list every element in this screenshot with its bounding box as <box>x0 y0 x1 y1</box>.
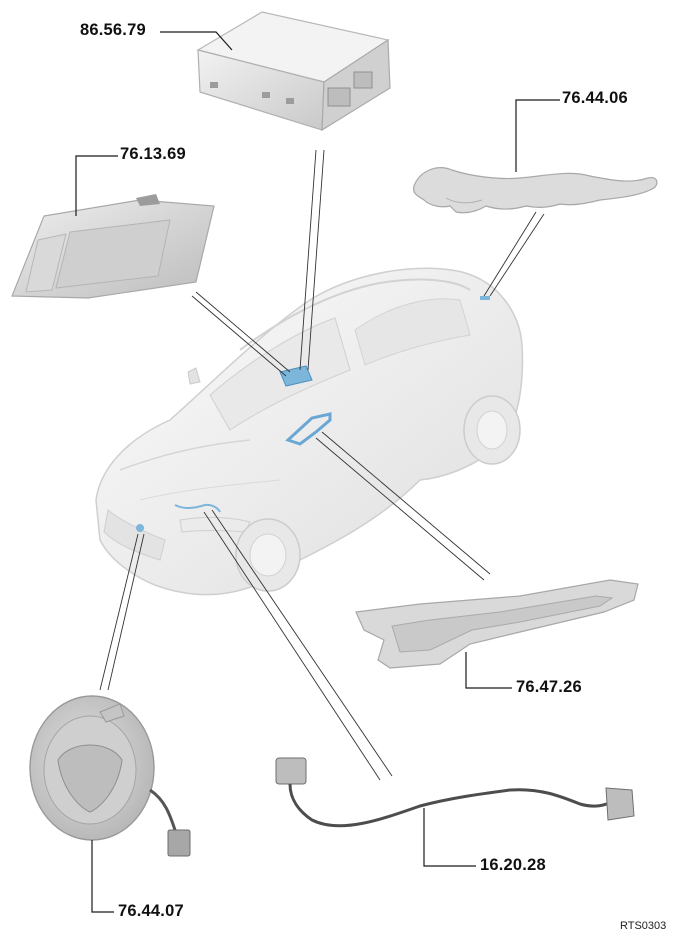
leader-16-20-28 <box>423 808 476 867</box>
vehicle-illustration <box>95 267 524 596</box>
leader-lines <box>75 31 560 913</box>
leader-76-13-69 <box>75 155 118 216</box>
harness-illustration <box>275 757 635 828</box>
leader-76-44-07 <box>91 840 114 913</box>
callout-76-13-69: 76.13.69 <box>120 145 186 163</box>
roof-lamp-illustration <box>11 194 215 299</box>
projection-lines <box>99 149 545 781</box>
leader-76-47-26 <box>465 652 512 689</box>
leader-86-56-79 <box>160 31 233 51</box>
module-box-illustration <box>196 11 391 132</box>
callout-86-56-79: 86.56.79 <box>80 21 146 39</box>
leader-76-44-06 <box>515 99 560 172</box>
console-trim-illustration <box>355 579 639 669</box>
jaguar-leaper-illustration <box>413 167 658 214</box>
callout-76-44-06: 76.44.06 <box>562 89 628 107</box>
front-badge-illustration <box>29 695 191 857</box>
callout-16-20-28: 16.20.28 <box>480 856 546 874</box>
callout-76-47-26: 76.47.26 <box>516 678 582 696</box>
reference-code: RTS0303 <box>620 920 667 932</box>
callout-76-44-07: 76.44.07 <box>118 902 184 920</box>
